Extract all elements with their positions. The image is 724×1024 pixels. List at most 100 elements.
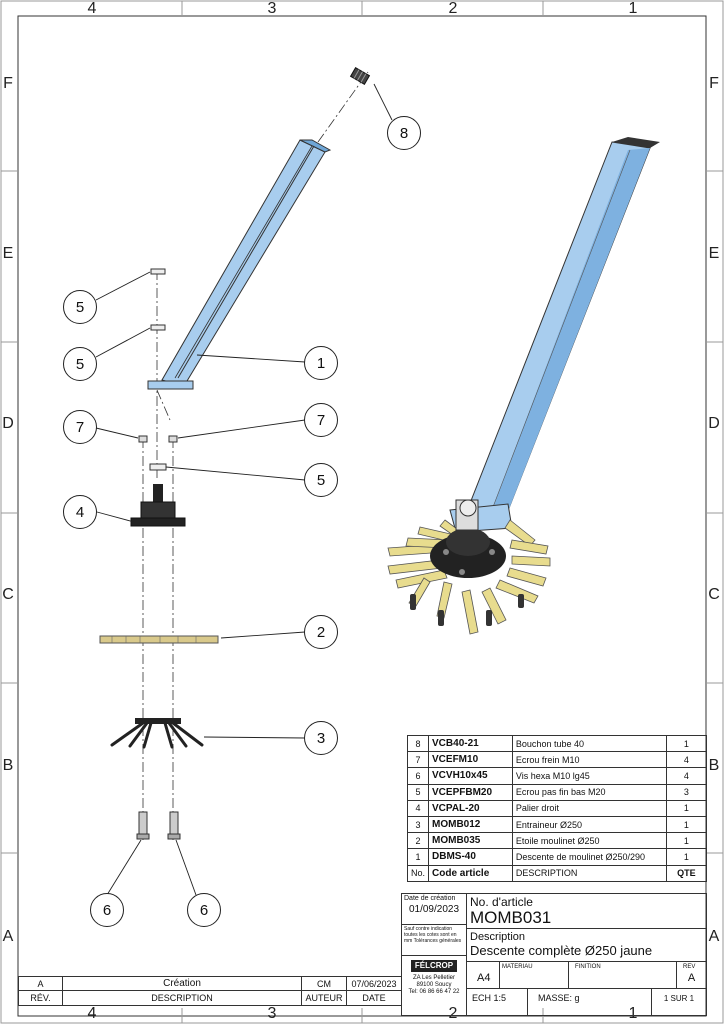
bom-qte: 1 — [665, 848, 708, 866]
bom-no: 1 — [406, 848, 430, 866]
creation-date-cell: Date de création 01/09/2023 — [401, 893, 467, 925]
rev-hdr-auteur: AUTEUR — [301, 990, 347, 1006]
tolerance-note-cell: Sauf contre indication toutes les cotes … — [401, 924, 467, 956]
mass-value: MASSE: g — [538, 993, 580, 1003]
bom-header-desc: DESCRIPTION — [511, 864, 667, 882]
bom-desc: Ecrou pas fin bas M20 — [511, 783, 667, 801]
bom-no: 8 — [406, 734, 430, 753]
col-label-2-bottom: 2 — [448, 1005, 458, 1022]
balloon-4: 4 — [63, 495, 97, 529]
finish-label: FINITION — [575, 964, 601, 970]
material-label: MATERIAU — [502, 964, 533, 970]
bom-code: MOMB035 — [428, 832, 513, 850]
balloon-3: 3 — [304, 721, 338, 755]
description-value: Descente complète Ø250 jaune — [470, 943, 653, 958]
bom-qte: 1 — [665, 799, 708, 817]
row-label-f: F — [3, 75, 13, 92]
scale-value: ECH 1:5 — [472, 993, 507, 1003]
col-label-4-bottom: 4 — [87, 1005, 97, 1022]
format-cell: A4 — [466, 961, 500, 989]
sheet-cell: 1 SUR 1 — [651, 988, 707, 1016]
bom-qte: 1 — [665, 734, 708, 753]
balloon-1: 1 — [304, 346, 338, 380]
bom-no: 5 — [406, 783, 430, 801]
rev-row-rev: A — [18, 976, 63, 991]
company-logo: FÉLCROP — [411, 960, 457, 972]
description-cell: Description Descente complète Ø250 jaune — [466, 928, 707, 962]
col-label-4: 4 — [87, 0, 97, 17]
row-label-e: E — [2, 245, 14, 262]
rev-row-date: 07/06/2023 — [346, 976, 402, 991]
bom-header-no: No. — [406, 864, 430, 882]
balloon-6a: 6 — [90, 893, 124, 927]
col-label-1-bottom: 1 — [628, 1005, 638, 1022]
revision-cell: REV A — [676, 961, 707, 989]
rev-hdr-date: DATE — [346, 990, 402, 1006]
row-label-a-right: A — [708, 928, 720, 945]
rev-hdr-desc: DESCRIPTION — [62, 990, 302, 1006]
row-label-a: A — [2, 928, 14, 945]
rev-row-auteur: CM — [301, 976, 347, 991]
row-label-e-right: E — [708, 245, 720, 262]
rev-hdr-rev: RÉV. — [18, 990, 63, 1006]
col-label-3-bottom: 3 — [267, 1005, 277, 1022]
address-line1: ZA Les Pelletier — [412, 975, 456, 981]
exploded-view — [95, 66, 393, 896]
bom-code: VCEFM10 — [428, 751, 513, 769]
creation-date-label: Date de création — [404, 895, 456, 902]
col-label-3: 3 — [267, 0, 277, 17]
balloon-5c: 5 — [304, 463, 338, 497]
bom-desc: Bouchon tube 40 — [511, 734, 667, 753]
bom-no: 7 — [406, 751, 430, 769]
bom-no: 4 — [406, 799, 430, 817]
sheet-value: 1 SUR 1 — [663, 994, 695, 1003]
bom-qte: 1 — [665, 832, 708, 850]
col-label-2: 2 — [448, 0, 458, 17]
row-label-d-right: D — [708, 415, 720, 432]
bom-desc: Vis hexa M10 lg45 — [511, 767, 667, 785]
col-label-1: 1 — [628, 0, 638, 17]
scale-cell: ECH 1:5 — [466, 988, 528, 1016]
company-cell: FÉLCROP ZA Les Pelletier 89100 Soucy Tel… — [401, 955, 467, 1016]
format-value: A4 — [477, 972, 491, 984]
bom-header-qte: QTE — [665, 864, 708, 882]
bom-desc: Palier droit — [511, 799, 667, 817]
row-label-b: B — [2, 757, 14, 774]
creation-date-value: 01/09/2023 — [408, 904, 460, 915]
phone-number: Tel: 06 86 66 47 22 — [408, 989, 460, 995]
article-label: No. d'article — [470, 895, 533, 909]
bom-qte: 3 — [665, 783, 708, 801]
bom-desc: Entraineur Ø250 — [511, 815, 667, 834]
bom-qte: 1 — [665, 815, 708, 834]
mass-cell: MASSE: g — [527, 988, 652, 1016]
balloon-8: 8 — [387, 116, 421, 150]
bom-code: VCB40-21 — [428, 734, 513, 753]
article-cell: No. d'article MOMB031 — [466, 893, 707, 929]
bom-code: VCPAL-20 — [428, 799, 513, 817]
bom-desc: Ecrou frein M10 — [511, 751, 667, 769]
bom-code: DBMS-40 — [428, 848, 513, 866]
bom-no: 3 — [406, 815, 430, 834]
bom-desc: Etoile moulinet Ø250 — [511, 832, 667, 850]
bom-desc: Descente de moulinet Ø250/290 — [511, 848, 667, 866]
article-value: MOMB031 — [470, 908, 552, 927]
row-label-c-right: C — [708, 586, 720, 603]
balloon-7a: 7 — [63, 410, 97, 444]
finish-cell: FINITION — [568, 961, 677, 989]
isometric-view — [387, 137, 660, 635]
description-label: Description — [470, 931, 526, 943]
bom-no: 6 — [406, 767, 430, 785]
row-label-c: C — [2, 586, 14, 603]
bom-code: VCVH10x45 — [428, 767, 513, 785]
balloon-5a: 5 — [63, 290, 97, 324]
